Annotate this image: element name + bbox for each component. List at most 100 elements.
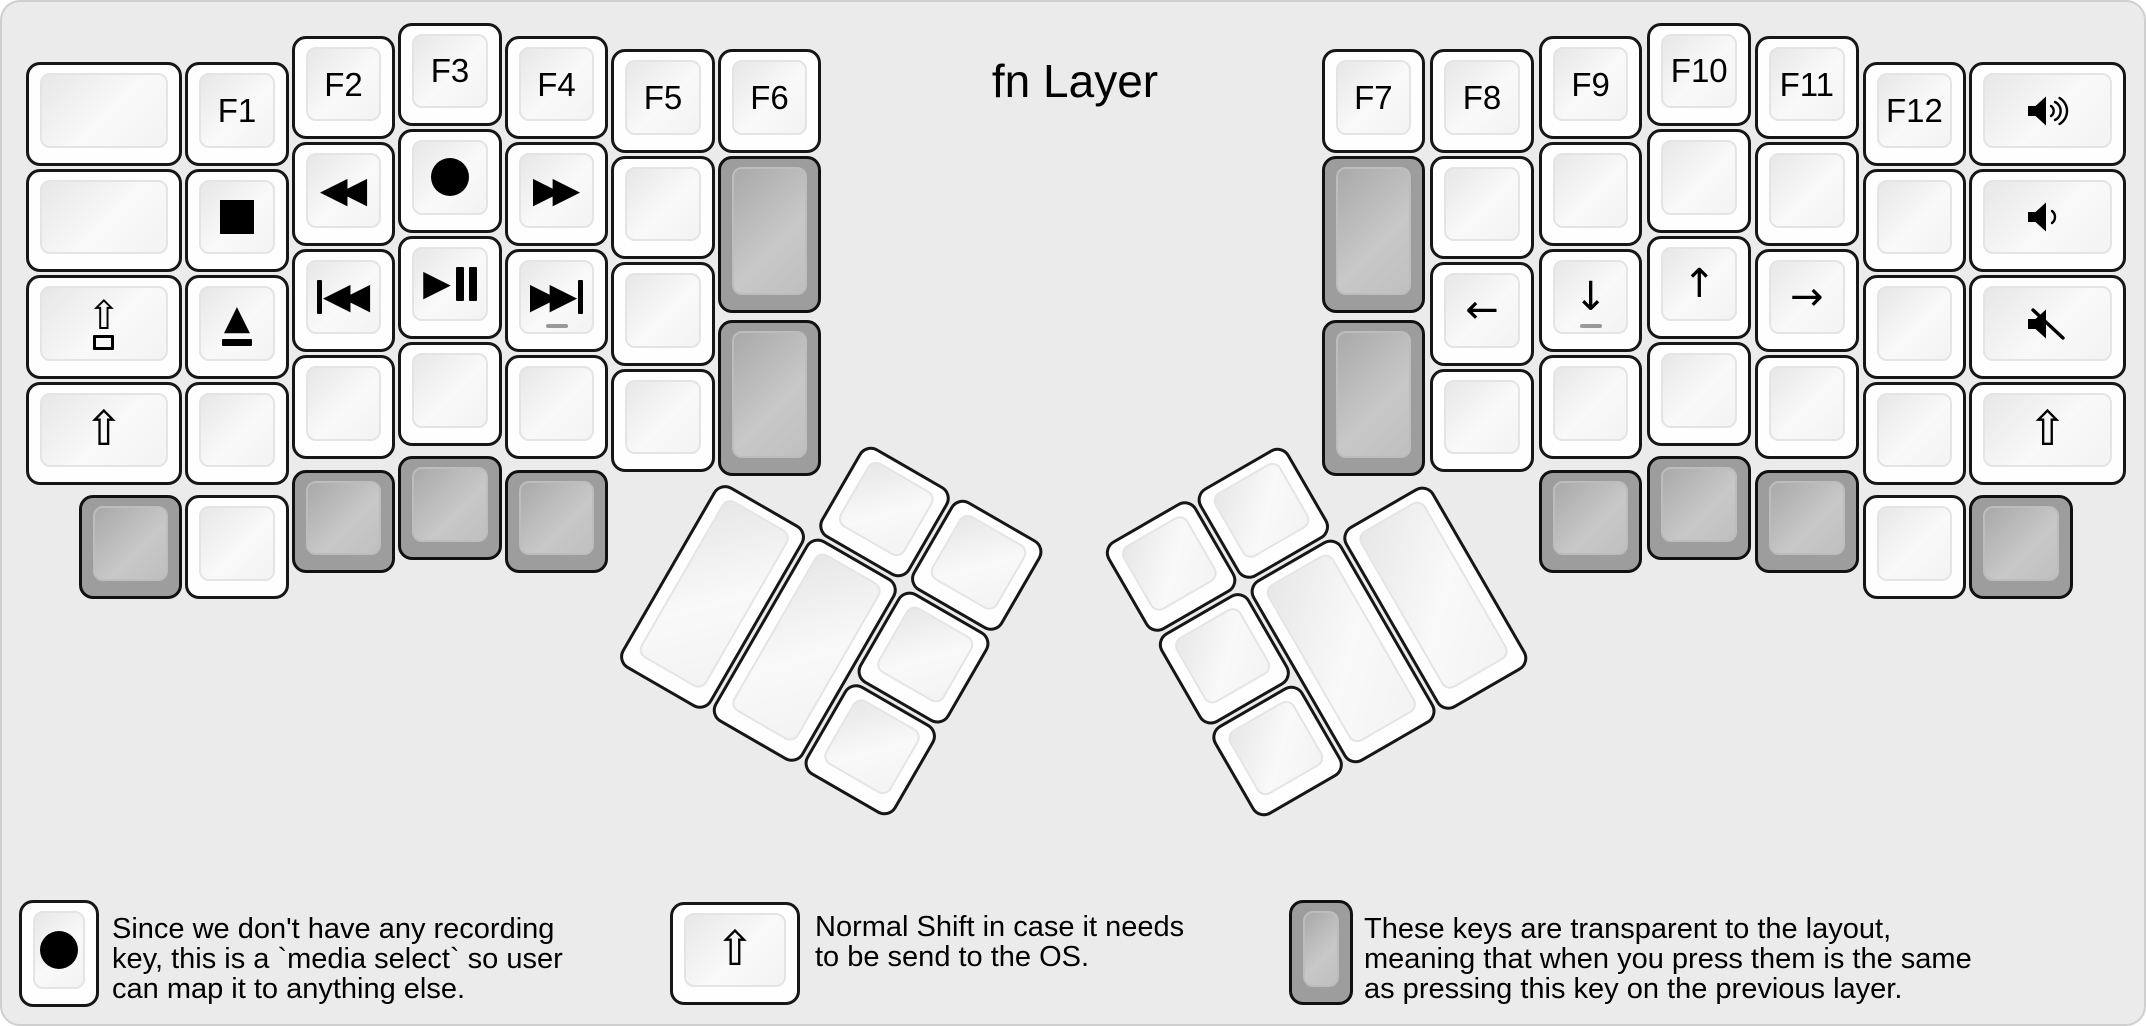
key-blank[interactable] — [1862, 275, 1967, 379]
key-stop[interactable] — [185, 168, 289, 273]
key-label: F6 — [750, 78, 789, 116]
key-blank[interactable] — [1538, 355, 1643, 459]
key-transparent[interactable] — [1321, 319, 1426, 477]
arrow-glyph: → — [1790, 274, 1824, 321]
keycap-face — [625, 379, 701, 455]
key-transparent[interactable] — [1647, 456, 1751, 560]
key-f11[interactable]: F11 — [1755, 35, 1859, 140]
stop-icon — [220, 200, 254, 235]
key-transparent[interactable] — [717, 319, 822, 477]
key-f1[interactable]: F1 — [185, 62, 289, 166]
bar-glyph — [578, 280, 584, 315]
key-blank[interactable] — [25, 168, 183, 273]
key-volume-up[interactable] — [1969, 62, 2126, 166]
keycap-face: F11 — [1769, 46, 1845, 122]
keycap-face: F1 — [199, 73, 275, 148]
key-transparent[interactable] — [504, 469, 609, 574]
keycap-face — [412, 140, 488, 215]
key-transparent[interactable] — [398, 456, 502, 560]
key-transparent[interactable] — [1969, 495, 2073, 599]
key-blank[interactable] — [398, 342, 502, 446]
vol-down-icon — [2025, 199, 2071, 235]
key-blank[interactable] — [1862, 381, 1967, 486]
key-blank[interactable] — [25, 62, 183, 166]
key-arrow-left[interactable]: ← — [1430, 262, 1534, 366]
key-blank: ⇧ — [670, 902, 800, 1005]
key-blank[interactable] — [1862, 168, 1967, 273]
key-prev-track[interactable]: ◀◀ — [291, 248, 396, 353]
key-transparent[interactable] — [717, 156, 822, 314]
key-f6[interactable]: F6 — [717, 49, 822, 153]
arrow-down-icon: ↓ — [1574, 277, 1608, 317]
key-blank[interactable] — [1647, 342, 1751, 446]
keycap-face — [199, 392, 275, 468]
key-label: F12 — [1885, 92, 1943, 130]
key-arrow-up[interactable]: ↑ — [1647, 235, 1751, 339]
keycap-face — [1661, 140, 1737, 215]
key-f4[interactable]: F4 — [504, 35, 609, 140]
key-blank[interactable] — [1538, 142, 1643, 246]
key-transparent[interactable] — [1538, 469, 1643, 574]
key-blank[interactable] — [1862, 495, 1967, 599]
key-f9[interactable]: F9 — [1538, 35, 1643, 140]
key-mute[interactable] — [1969, 275, 2126, 379]
key-f2[interactable]: F2 — [291, 35, 396, 140]
key-blank[interactable] — [185, 381, 289, 486]
key-blank[interactable] — [291, 355, 396, 459]
key-transparent[interactable] — [1321, 156, 1426, 314]
key-blank[interactable] — [1755, 355, 1859, 459]
key-f10[interactable]: F10 — [1647, 22, 1751, 126]
key-volume-down[interactable] — [1969, 168, 2126, 273]
keycap-face — [1209, 459, 1313, 562]
keycap-face — [518, 366, 595, 441]
triangle-glyph: ▶ — [423, 262, 451, 304]
key-arrow-down[interactable]: ↓ — [1538, 248, 1643, 353]
key-f3[interactable]: F3 — [398, 22, 502, 126]
key-blank[interactable] — [611, 155, 715, 260]
next-icon: ▶▶ — [529, 276, 584, 318]
triangle-glyph: ◀ — [339, 169, 368, 211]
key-blank[interactable] — [1430, 155, 1534, 260]
keycap-face: ▶▶ — [518, 153, 595, 228]
key-blank[interactable] — [1430, 368, 1534, 473]
legend-line: Normal Shift in case it needs — [815, 911, 1185, 943]
keycap-face — [1303, 911, 1339, 987]
key-blank[interactable] — [504, 355, 609, 459]
triangle-glyph: ▶ — [529, 276, 558, 318]
key-shift-left[interactable]: ⇧ — [25, 381, 183, 486]
key-record[interactable] — [398, 129, 502, 233]
key-transparent[interactable] — [1755, 469, 1859, 574]
keycap-face — [1983, 73, 2112, 148]
key-transparent[interactable] — [291, 469, 396, 574]
key-f8[interactable]: F8 — [1430, 49, 1534, 153]
key-arrow-right[interactable]: → — [1755, 248, 1859, 353]
legend-line: can map it to anything else. — [112, 973, 466, 1005]
shift-arrow-glyph: ⇧ — [83, 401, 124, 458]
keycap-face — [1224, 696, 1327, 800]
key-fast-forward[interactable]: ▶▶ — [504, 142, 609, 246]
triangle-glyph: ◀ — [342, 276, 371, 318]
key-shift-right[interactable]: ⇧ — [1969, 381, 2126, 486]
key-f7[interactable]: F7 — [1321, 49, 1426, 153]
key-blank[interactable] — [1755, 142, 1859, 246]
key-next-track[interactable]: ▶▶ — [504, 248, 609, 353]
keycap-face — [39, 179, 169, 255]
key-caps-lock[interactable]: ⇧ — [25, 275, 183, 379]
keycap-face — [92, 506, 169, 581]
key-blank[interactable] — [1647, 129, 1751, 233]
key-blank[interactable] — [611, 368, 715, 473]
key-transparent[interactable] — [78, 495, 183, 599]
key-blank[interactable] — [185, 495, 289, 599]
caps-box-glyph — [93, 335, 115, 351]
keycap-face: F10 — [1661, 33, 1737, 108]
key-play-pause[interactable]: ▶ — [398, 235, 502, 339]
key-rewind[interactable]: ◀◀ — [291, 142, 396, 246]
legend-text-shift: Normal Shift in case it needs to be send… — [815, 912, 1184, 972]
keycap-face — [1444, 379, 1520, 455]
key-blank[interactable] — [611, 262, 715, 366]
key-f5[interactable]: F5 — [611, 49, 715, 153]
key-eject[interactable]: ▲ — [185, 275, 289, 379]
triangle-glyph: ▶ — [552, 169, 581, 211]
key-f12[interactable]: F12 — [1862, 62, 1967, 166]
